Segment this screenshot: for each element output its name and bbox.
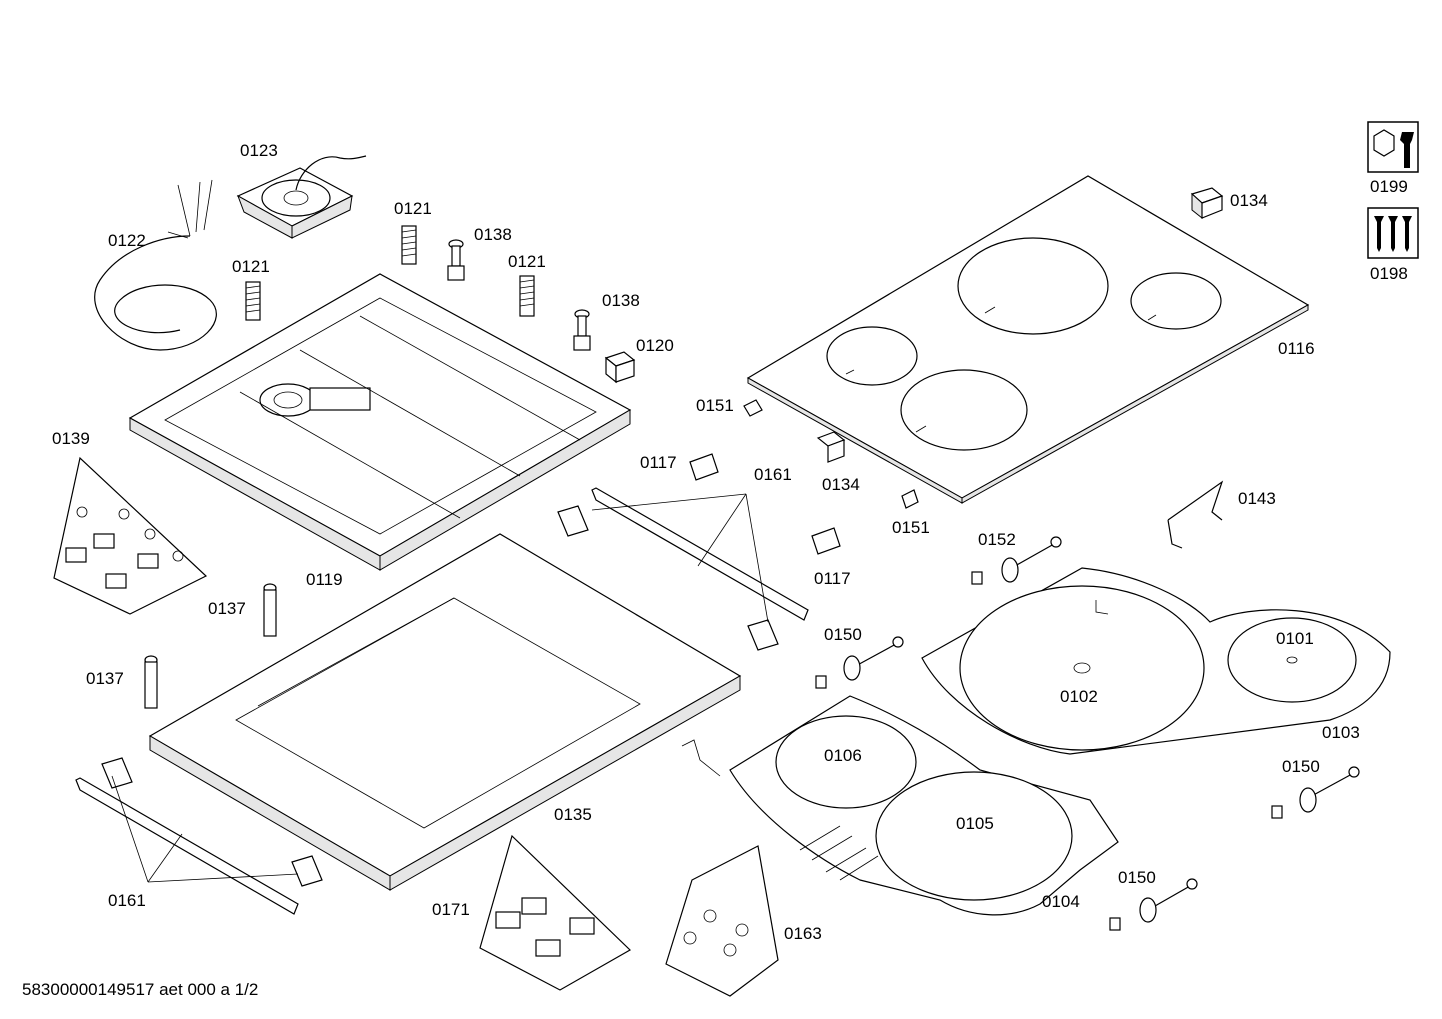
label-0122: 0122 (108, 231, 146, 250)
label-0151-b: 0151 (892, 518, 930, 537)
temperature-sensor-0150-c[interactable] (1109, 878, 1198, 931)
pin-0138-a[interactable] (447, 239, 465, 281)
label-0171: 0171 (432, 900, 470, 919)
heating-element-carrier-0103[interactable] (921, 567, 1391, 755)
label-0152: 0152 (978, 530, 1016, 549)
support-rail-0161-lower[interactable] (75, 757, 323, 915)
temperature-sensor-0150-a[interactable] (815, 636, 904, 689)
label-0151-a: 0151 (696, 396, 734, 415)
label-0138-a: 0138 (474, 225, 512, 244)
label-0119: 0119 (306, 570, 343, 589)
heating-element-carrier-0104[interactable] (681, 695, 1119, 916)
label-0150-b: 0150 (1282, 757, 1320, 776)
label-0104: 0104 (1042, 892, 1080, 911)
fastener-0151-a[interactable] (743, 399, 763, 417)
label-0117-b: 0117 (814, 569, 851, 588)
legend-label-0198: 0198 (1370, 264, 1408, 283)
label-0103: 0103 (1322, 723, 1360, 742)
label-0121-a: 0121 (394, 199, 432, 218)
label-0105: 0105 (956, 814, 994, 833)
support-rail-0161-upper[interactable] (557, 487, 809, 651)
label-0134-a: 0134 (1230, 191, 1268, 210)
spring-0121-c[interactable] (519, 275, 535, 317)
label-0116: 0116 (1278, 339, 1315, 358)
bracket-clip-0134-top[interactable] (1190, 187, 1224, 220)
block-0120[interactable] (604, 351, 636, 384)
clip-pack-0171[interactable] (479, 834, 631, 991)
label-0137-a: 0137 (208, 599, 246, 618)
label-0150-c: 0150 (1118, 868, 1156, 887)
label-0134-b: 0134 (822, 475, 860, 494)
clip-0117-a[interactable] (689, 453, 719, 481)
label-0135: 0135 (554, 805, 592, 824)
temperature-sensor-0150-b[interactable] (1271, 766, 1360, 819)
wire-bracket-0143[interactable] (1167, 480, 1224, 549)
fastener-0151-b[interactable] (901, 489, 919, 509)
label-0150-a: 0150 (824, 625, 862, 644)
label-0120: 0120 (636, 336, 674, 355)
temperature-sensor-0152[interactable] (971, 536, 1062, 585)
clip-0117-b[interactable] (811, 527, 841, 555)
label-0121-c: 0121 (508, 252, 546, 271)
ceramic-hob-top[interactable] (746, 175, 1310, 504)
tool-wrench-icon (1367, 121, 1419, 173)
chassis-frame[interactable] (148, 533, 742, 891)
legend-label-0199: 0199 (1370, 177, 1408, 196)
foot-0137-b[interactable] (144, 655, 158, 709)
label-0138-b: 0138 (602, 291, 640, 310)
bracket-clip-0134-mid[interactable] (816, 431, 846, 463)
label-0161-b: 0161 (108, 891, 146, 910)
label-0102: 0102 (1060, 687, 1098, 706)
label-0137-b: 0137 (86, 669, 124, 688)
pin-0138-b[interactable] (573, 309, 591, 351)
label-0139: 0139 (52, 429, 90, 448)
spring-0121-b[interactable] (245, 281, 261, 321)
screw-pack-0139[interactable] (53, 456, 208, 615)
drawing-number: 58300000149517 aet 000 a 1/2 (22, 980, 259, 999)
screws-icon (1367, 207, 1419, 259)
leader-lines (111, 493, 769, 883)
label-0161-a: 0161 (754, 465, 792, 484)
base-tray[interactable] (128, 273, 632, 571)
foot-0137-a[interactable] (263, 583, 277, 637)
label-0106: 0106 (824, 746, 862, 765)
label-0121-b: 0121 (232, 257, 270, 276)
label-0117-a: 0117 (640, 453, 677, 472)
label-0143: 0143 (1238, 489, 1276, 508)
screw-pack-0163[interactable] (665, 845, 779, 997)
label-0101: 0101 (1276, 629, 1314, 648)
cooling-fan[interactable] (236, 155, 367, 239)
label-0163: 0163 (784, 924, 822, 943)
spring-0121-a[interactable] (401, 225, 417, 265)
label-0123: 0123 (240, 141, 278, 160)
power-cable[interactable] (94, 179, 217, 351)
